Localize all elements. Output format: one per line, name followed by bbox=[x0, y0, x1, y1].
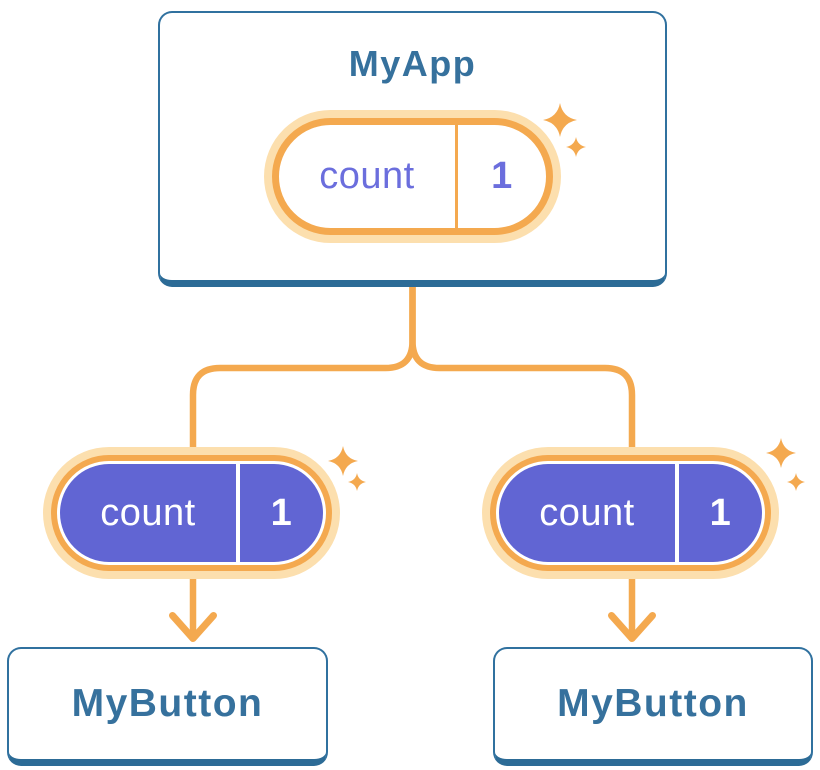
right-arrow-down-icon bbox=[608, 612, 656, 642]
sparkle-icon bbox=[328, 446, 358, 476]
branch-connector-right bbox=[409, 282, 636, 456]
state-value: 1 bbox=[709, 491, 732, 534]
left-child-state-pill: count 1 bbox=[51, 455, 332, 571]
root-component-node: MyApp count 1 bbox=[158, 11, 667, 287]
state-value: 1 bbox=[270, 491, 293, 534]
pill-divider bbox=[675, 464, 679, 562]
sparkle-icon bbox=[348, 473, 366, 491]
state-name: count bbox=[319, 155, 415, 198]
state-pill-body: count 1 bbox=[60, 464, 323, 562]
pill-divider bbox=[236, 464, 240, 562]
sparkle-icon bbox=[787, 473, 805, 491]
right-child-state-pill: count 1 bbox=[490, 455, 771, 571]
left-arrow-down-icon bbox=[169, 612, 217, 642]
left-child-component-node: MyButton bbox=[7, 647, 328, 766]
root-component-title: MyApp bbox=[348, 43, 477, 84]
state-name: count bbox=[100, 491, 196, 534]
branch-connector-left bbox=[189, 282, 416, 456]
pill-divider bbox=[455, 125, 458, 229]
child-component-title: MyButton bbox=[557, 681, 749, 725]
state-value: 1 bbox=[491, 155, 513, 198]
state-pill-body: count 1 bbox=[499, 464, 762, 562]
child-component-title: MyButton bbox=[71, 681, 264, 725]
root-state-pill: count 1 bbox=[272, 118, 553, 236]
sparkle-icon bbox=[766, 438, 796, 468]
right-child-component-node: MyButton bbox=[493, 647, 813, 766]
state-name: count bbox=[539, 491, 635, 534]
